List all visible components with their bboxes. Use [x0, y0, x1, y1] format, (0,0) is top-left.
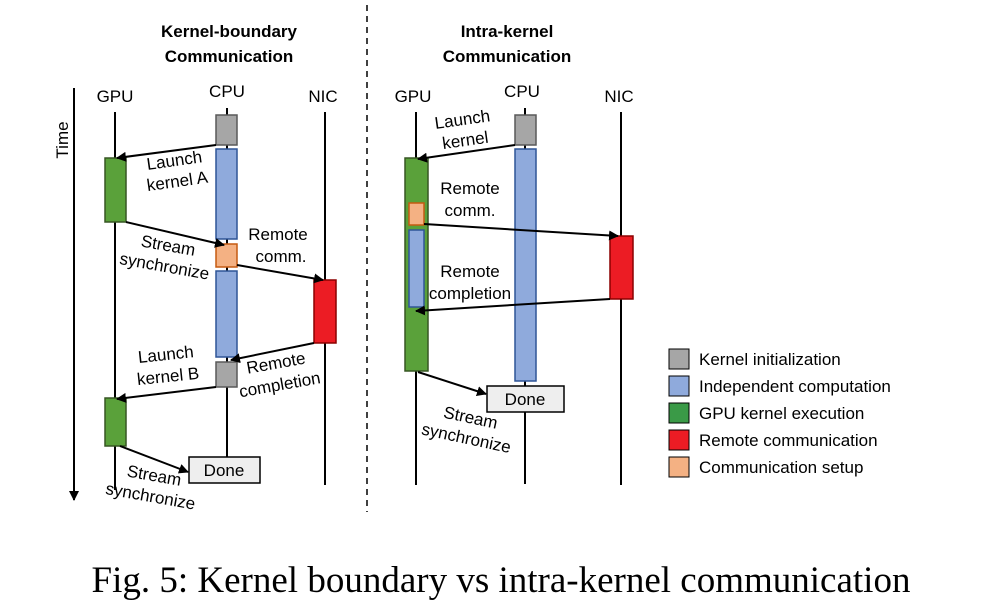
legend-label-2: GPU kernel execution	[699, 404, 864, 423]
legend-swatch-0	[668, 348, 690, 370]
legend-label-0: Kernel initialization	[699, 350, 841, 369]
right-done-box	[486, 385, 565, 413]
svg-text:kernel B: kernel B	[136, 364, 200, 389]
left-remote-comm-arrow	[236, 264, 324, 284]
figure-caption: Fig. 5: Kernel boundary vs intra-kernel …	[92, 560, 911, 601]
legend-label-4: Communication setup	[699, 458, 863, 477]
svg-text:Remote: Remote	[440, 179, 500, 198]
svg-text:comm.: comm.	[445, 201, 496, 220]
left-remote-completion-arrow	[230, 342, 315, 364]
left-gpu-kernel-b-block	[104, 397, 127, 447]
svg-text:Remote: Remote	[248, 225, 308, 244]
time-axis-label: Time	[53, 121, 72, 158]
left-panel: Kernel-boundary Communication GPU CPU NI…	[53, 22, 338, 514]
right-kernel-init-block	[514, 114, 537, 146]
right-launch-label: Launch kernel	[433, 106, 491, 153]
left-remote-completion-label: Remote completion	[238, 349, 322, 402]
legend-swatch-2	[668, 402, 690, 424]
right-gpu-label: GPU	[395, 87, 432, 106]
svg-text:Remote: Remote	[440, 262, 500, 281]
legend-swatch-1	[668, 375, 690, 397]
right-title-line1: Intra-kernel	[461, 22, 554, 41]
right-sync-arrow	[417, 371, 487, 396]
right-done-label: Done	[505, 390, 546, 409]
right-remote-completion-label: Remote completion	[429, 262, 511, 303]
left-sync-1-label: Stream synchronize	[118, 232, 211, 284]
left-title-line2: Communication	[165, 47, 293, 66]
svg-text:comm.: comm.	[256, 247, 307, 266]
left-cpu-compute-block-2	[215, 270, 238, 358]
left-launch-a-label: Launch kernel A	[145, 147, 209, 195]
left-gpu-label: GPU	[97, 87, 134, 106]
right-nic-label: NIC	[604, 87, 633, 106]
legend-label-3: Remote communication	[699, 431, 878, 450]
left-gpu-kernel-a-block	[104, 157, 127, 223]
left-cpu-label: CPU	[209, 82, 245, 101]
right-panel: Intra-kernel Communication GPU CPU NIC D…	[395, 22, 634, 485]
left-kernel-init-block-1	[215, 114, 238, 146]
right-remote-comm-block	[609, 235, 634, 300]
left-launch-b-label: Launch kernel B	[136, 342, 200, 389]
left-cpu-compute-block-1	[215, 148, 238, 240]
left-sync-2-arrow	[119, 445, 189, 474]
left-sync-1-arrow	[125, 221, 225, 248]
svg-text:completion: completion	[429, 284, 511, 303]
svg-text:Launch: Launch	[137, 342, 194, 367]
right-title-line2: Communication	[443, 47, 571, 66]
left-launch-a-arrow	[116, 144, 217, 162]
legend-label-1: Independent computation	[699, 377, 891, 396]
left-comm-setup-block	[215, 243, 238, 268]
left-kernel-init-block-2	[215, 361, 238, 388]
right-comm-setup-block	[408, 202, 425, 226]
left-remote-comm-label: Remote comm.	[248, 225, 308, 266]
left-nic-label: NIC	[308, 87, 337, 106]
right-remote-comm-label: Remote comm.	[440, 179, 500, 220]
left-done-label: Done	[204, 461, 245, 480]
left-launch-b-arrow	[116, 386, 217, 403]
right-cpu-compute-block	[514, 148, 537, 382]
left-done-box	[188, 456, 261, 484]
left-sync-2-label: Stream synchronize	[104, 462, 197, 514]
right-launch-arrow	[417, 144, 516, 163]
right-cpu-label: CPU	[504, 82, 540, 101]
left-title-line1: Kernel-boundary	[161, 22, 298, 41]
right-remote-comm-arrow	[423, 223, 619, 241]
legend-swatch-4	[668, 456, 690, 478]
right-remote-completion-arrow	[415, 298, 611, 316]
left-remote-comm-block	[313, 279, 337, 344]
legend-swatch-3	[668, 429, 690, 451]
right-gpu-compute-block	[408, 229, 425, 308]
